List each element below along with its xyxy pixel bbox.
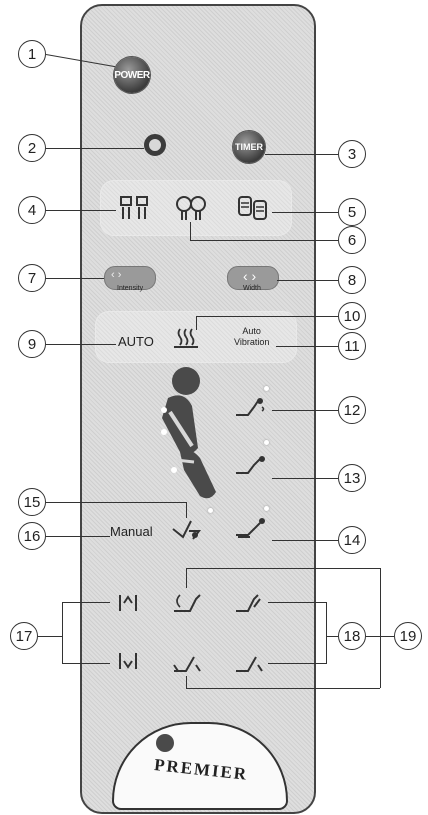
foot-massage-up-icon[interactable] [110, 592, 146, 616]
leader-8 [277, 280, 338, 282]
leader-10-drop [196, 316, 198, 330]
callout-6: 6 [338, 226, 366, 254]
leader-6 [190, 240, 338, 242]
center-ring-button[interactable] [144, 134, 166, 156]
backrest-down-icon[interactable] [168, 650, 206, 676]
callout-8: 8 [338, 266, 366, 294]
legrest-up-icon[interactable] [230, 590, 268, 616]
callout-7: 7 [18, 264, 46, 292]
shiatsu-icon[interactable] [234, 194, 272, 222]
leader-19-bottom [186, 688, 380, 690]
callout-16: 16 [18, 522, 46, 550]
manual-button[interactable]: Manual [110, 524, 153, 539]
leader-14 [272, 540, 338, 542]
backrest-up-icon[interactable] [168, 590, 206, 616]
kneading-icon[interactable] [116, 194, 154, 222]
lower-body-icon[interactable] [232, 516, 270, 540]
leader-19-bottom-rise [186, 676, 188, 688]
leader-18-top [268, 602, 326, 604]
callout-1: 1 [18, 40, 46, 68]
led-lower-body [264, 506, 269, 511]
timer-button[interactable]: TIMER [233, 131, 265, 163]
callout-3: 3 [338, 140, 366, 168]
width-button[interactable]: ‹ › [227, 266, 279, 290]
leader-18-mid [326, 636, 338, 638]
callout-13: 13 [338, 464, 366, 492]
callout-2: 2 [18, 134, 46, 162]
callout-10: 10 [338, 302, 366, 330]
upper-body-icon[interactable] [232, 396, 270, 420]
leader-6-drop [190, 222, 192, 240]
leader-13 [272, 478, 338, 480]
callout-19: 19 [394, 622, 422, 650]
leader-12 [272, 410, 338, 412]
leader-9 [46, 344, 116, 346]
callout-12: 12 [338, 396, 366, 424]
leader-15 [46, 502, 186, 504]
group-massage-styles [100, 180, 292, 236]
leader-19-bracket [380, 568, 382, 688]
auto-vibration-button[interactable]: Auto Vibration [234, 326, 270, 347]
leader-7 [46, 278, 104, 280]
leader-16 [46, 536, 110, 538]
callout-4: 4 [18, 196, 46, 224]
intensity-button[interactable]: ‹ › [104, 266, 156, 290]
callout-18: 18 [338, 622, 366, 650]
intensity-label: Intensity [117, 285, 144, 292]
timer-label: TIMER [235, 142, 263, 152]
foot-massage-down-icon[interactable] [110, 650, 146, 674]
leader-17-bracket [62, 602, 64, 664]
body-figure [161, 367, 216, 499]
leader-17-bottom [62, 663, 110, 665]
led-full-body [264, 440, 269, 445]
auto-button[interactable]: AUTO [118, 334, 154, 349]
callout-11: 11 [338, 332, 366, 360]
leader-15-drop [186, 502, 188, 518]
leader-10 [196, 316, 338, 318]
leader-18-bracket [326, 602, 328, 664]
remote-control-body [80, 4, 316, 814]
led-manual [208, 508, 213, 513]
callout-17: 17 [10, 622, 38, 650]
callout-14: 14 [338, 526, 366, 554]
leader-5 [272, 212, 338, 214]
leader-19-top [186, 568, 380, 570]
leader-3 [265, 154, 338, 156]
leader-18-bottom [268, 663, 326, 665]
led-upper-body [264, 386, 269, 391]
width-label: Width [243, 285, 261, 292]
callout-5: 5 [338, 198, 366, 226]
legrest-down-icon[interactable] [230, 650, 268, 676]
leader-2 [46, 148, 144, 150]
leader-19-top-drop [186, 568, 188, 588]
leader-17-top [62, 602, 110, 604]
leader-11 [276, 346, 338, 348]
power-button[interactable]: POWER [114, 57, 150, 93]
full-body-icon[interactable] [232, 454, 270, 478]
leg-massage-icon[interactable] [170, 514, 204, 542]
leader-17-mid [38, 636, 62, 638]
callout-15: 15 [18, 488, 46, 516]
leader-4 [46, 210, 116, 212]
power-label: POWER [114, 69, 150, 81]
tapping-icon[interactable] [172, 194, 210, 222]
brand-label: PREMIER [153, 755, 250, 784]
callout-9: 9 [18, 330, 46, 358]
heat-icon[interactable] [170, 326, 202, 352]
